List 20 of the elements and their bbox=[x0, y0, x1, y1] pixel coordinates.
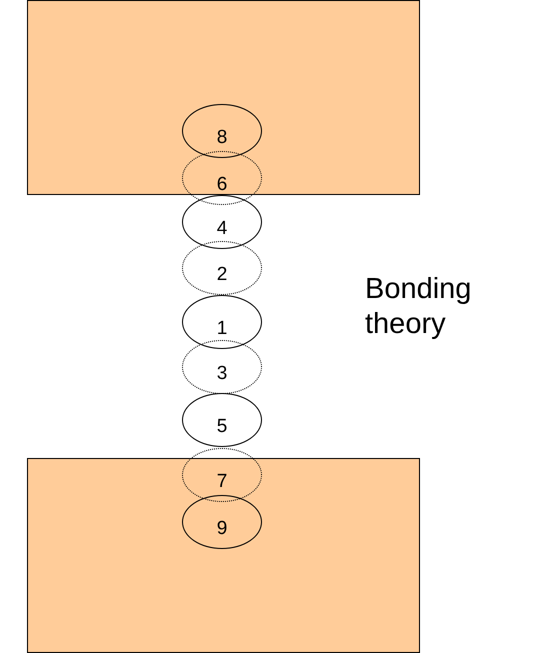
bond-ellipse bbox=[182, 195, 262, 249]
side-note: Bonding theory bbox=[365, 272, 472, 342]
bond-ellipse bbox=[182, 104, 262, 158]
bond-number: 3 bbox=[216, 364, 228, 383]
bond-ellipse bbox=[182, 393, 262, 447]
bond-ellipse bbox=[182, 241, 262, 295]
bond-ellipse bbox=[182, 340, 262, 394]
bond-number: 5 bbox=[216, 417, 228, 436]
bond-number: 6 bbox=[216, 175, 228, 194]
bond-number: 7 bbox=[216, 472, 228, 491]
bond-number: 9 bbox=[216, 519, 228, 538]
bond-ellipse bbox=[182, 495, 262, 549]
bond-number: 8 bbox=[216, 128, 228, 147]
bond-number: 2 bbox=[216, 265, 228, 284]
bond-number: 1 bbox=[216, 319, 228, 338]
substrate-block bbox=[27, 0, 420, 195]
bond-ellipse bbox=[182, 295, 262, 349]
bond-ellipse bbox=[182, 151, 262, 205]
bond-number: 4 bbox=[216, 219, 228, 238]
bond-ellipse bbox=[182, 448, 262, 502]
